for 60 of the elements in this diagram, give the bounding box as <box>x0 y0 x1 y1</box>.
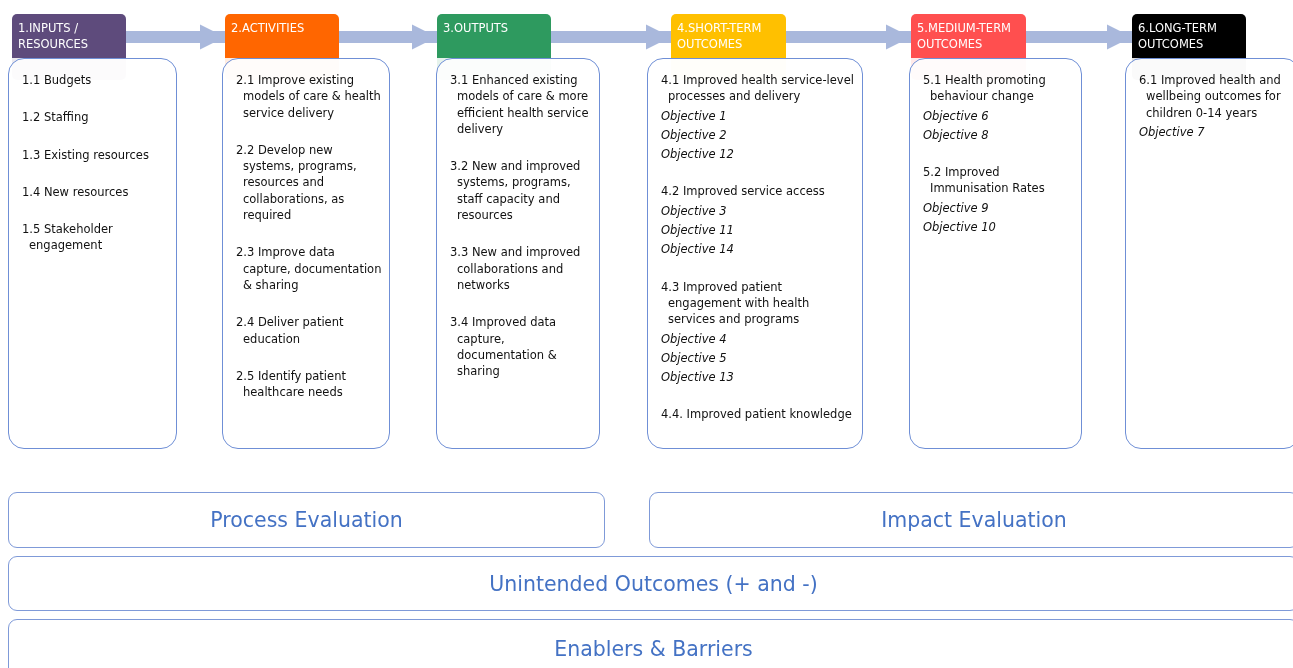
outcome-item: 1.5 Stakeholder engagement <box>22 221 114 254</box>
stage-box <box>647 58 863 449</box>
band-label: Impact Evaluation <box>881 508 1067 532</box>
block-arrow <box>339 24 437 50</box>
evaluation-band <box>8 492 605 548</box>
objective-label: Objective 6 <box>923 107 990 124</box>
objective-label: Objective 13 <box>661 369 735 386</box>
outcome-item: 2.1 Improve existing models of care & health service delivery <box>236 72 382 121</box>
band-label: Enablers & Barriers <box>554 637 753 661</box>
block-arrow <box>1026 24 1132 50</box>
outcome-item: 4.1 Improved health service-level processes and delivery <box>661 72 855 105</box>
block-arrow <box>126 24 225 50</box>
outcome-item: 1.1 Budgets <box>22 72 93 89</box>
evaluation-band <box>8 556 1293 611</box>
block-arrow <box>551 24 671 50</box>
outcome-item: 4.3 Improved patient engagement with health services and programs <box>661 278 811 328</box>
block-arrow <box>786 24 911 50</box>
outcome-item: 3.2 New and improved systems, programs, staff capacity and resources <box>450 158 582 224</box>
objective-label: Objective 7 <box>1139 123 1206 141</box>
objective-label: Objective 10 <box>923 219 997 236</box>
objective-label: Objective 11 <box>661 222 735 239</box>
stage-title: 4.SHORT-TERM OUTCOMES <box>677 20 763 52</box>
stage-box <box>222 58 390 449</box>
outcome-item: 2.4 Deliver patient education <box>236 314 345 347</box>
outcome-item: 2.2 Develop new systems, programs, resources and collaborations, as required <box>236 141 358 224</box>
stage-box <box>1125 58 1293 449</box>
outcome-item: 2.3 Improve data capture, documentation & sharing <box>236 244 383 294</box>
objective-label: Objective 4 <box>661 330 728 347</box>
outcome-item: 3.4 Improved data capture, documentation & sharing <box>450 314 558 380</box>
stage-box <box>8 58 177 449</box>
objective-label: Objective 5 <box>661 349 728 367</box>
objective-label: Objective 2 <box>661 126 728 144</box>
objective-label: Objective 14 <box>661 241 735 258</box>
outcome-item: 3.3 New and improved collaborations and networks <box>450 244 582 294</box>
evaluation-band <box>8 619 1293 668</box>
stage-title: 2.ACTIVITIES <box>231 20 306 36</box>
objective-label: Objective 8 <box>923 126 990 144</box>
band-label: Process Evaluation <box>210 508 403 532</box>
objective-label: Objective 9 <box>923 199 990 217</box>
outcome-item: 6.1 Improved health and wellbeing outcomes for children 0-14 years <box>1139 72 1282 121</box>
stage-title: 6.LONG-TERM OUTCOMES <box>1138 20 1218 52</box>
stage-title: 5.MEDIUM-TERM OUTCOMES <box>917 20 1013 52</box>
stage-title: 1.INPUTS / RESOURCES <box>18 20 90 52</box>
outcome-item: 4.4. Improved patient knowledge <box>661 406 853 423</box>
outcome-item: 4.2 Improved service access <box>661 183 826 200</box>
objective-label: Objective 3 <box>661 202 728 220</box>
outcome-item: 5.2 Improved Immunisation Rates <box>923 164 1046 197</box>
stage-title: 3.OUTPUTS <box>443 20 510 36</box>
objective-label: Objective 1 <box>661 107 728 124</box>
outcome-item: 1.4 New resources <box>22 183 130 201</box>
outcome-item: 5.1 Health promoting behaviour change <box>923 72 1047 105</box>
objective-label: Objective 12 <box>661 146 735 163</box>
evaluation-band <box>649 492 1293 548</box>
outcome-item: 1.3 Existing resources <box>22 146 150 163</box>
stage-box <box>436 58 600 449</box>
outcome-item: 1.2 Staffing <box>22 109 90 126</box>
outcome-item: 2.5 Identify patient healthcare needs <box>236 367 347 401</box>
stage-box <box>909 58 1082 449</box>
outcome-item: 3.1 Enhanced existing models of care & more efficient health service delivery <box>450 72 590 138</box>
band-label: Unintended Outcomes (+ and -) <box>489 571 818 596</box>
